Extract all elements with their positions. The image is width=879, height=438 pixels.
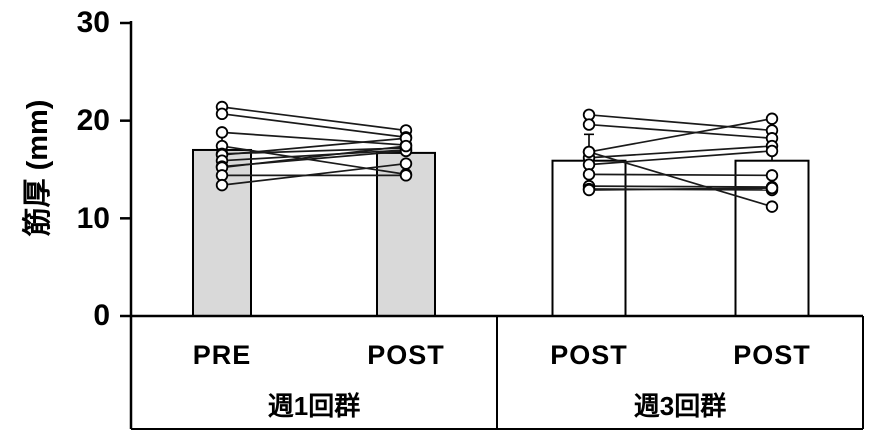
group-label-week3: 週3回群 [633, 391, 727, 421]
subject-line-group1-1 [221, 112, 407, 139]
y-tick-label-20: 20 [76, 104, 110, 137]
condition-label-g2-left: POST [550, 340, 628, 370]
subject-line-group1-6 [221, 149, 407, 162]
subject-line-group1-3 [221, 145, 407, 176]
subject-line-group2-9 [588, 187, 773, 191]
y-tick-label-0: 0 [93, 299, 110, 332]
y-axis-title: 筋厚 (mm) [22, 99, 54, 237]
data-point-group2-s5-left [582, 145, 596, 159]
data-point-group2-s9-right [765, 181, 779, 195]
subject-line-group2-2 [588, 117, 773, 153]
subject-line-group2-7 [588, 185, 773, 188]
subject-line-group2-1 [588, 123, 773, 140]
data-point-group2-s4-right [765, 144, 779, 158]
data-point-group2-s9-left [582, 183, 596, 197]
subject-line-group1-2 [221, 131, 407, 146]
subject-line-group2-6 [588, 173, 773, 177]
y-tick-label-10: 10 [76, 202, 110, 235]
subject-line-group1-5 [221, 137, 407, 156]
condition-label-g1-pre: PRE [192, 340, 252, 370]
data-point-group2-s2-right [765, 112, 779, 125]
condition-label-g1-post: POST [367, 340, 445, 370]
subject-line-group1-8 [221, 145, 407, 169]
data-point-group1-s10-right [399, 157, 413, 170]
data-point-group2-s1-left [582, 118, 596, 131]
data-point-group1-s1-left [215, 107, 229, 121]
data-point-group1-s10-left [215, 178, 229, 192]
data-point-group1-s2-left [215, 126, 229, 139]
condition-label-g2-right: POST [733, 340, 811, 370]
data-point-group1-s8-right [399, 139, 413, 153]
subject-line-group2-4 [588, 150, 773, 166]
subject-line-group1-0 [221, 106, 407, 132]
data-point-group2-s5-right [765, 200, 779, 213]
subject-line-group1-10 [221, 162, 407, 186]
data-point-group1-s9-right [399, 169, 413, 182]
subject-line-group2-3 [588, 145, 773, 159]
data-point-group2-s6-right [765, 169, 779, 182]
data-point-group2-s6-left [582, 168, 596, 181]
subject-line-group2-5 [588, 151, 773, 208]
group-label-week1: 週1回群 [267, 391, 361, 421]
y-tick-label-30: 30 [76, 6, 110, 39]
subject-line-group2-0 [588, 113, 773, 132]
